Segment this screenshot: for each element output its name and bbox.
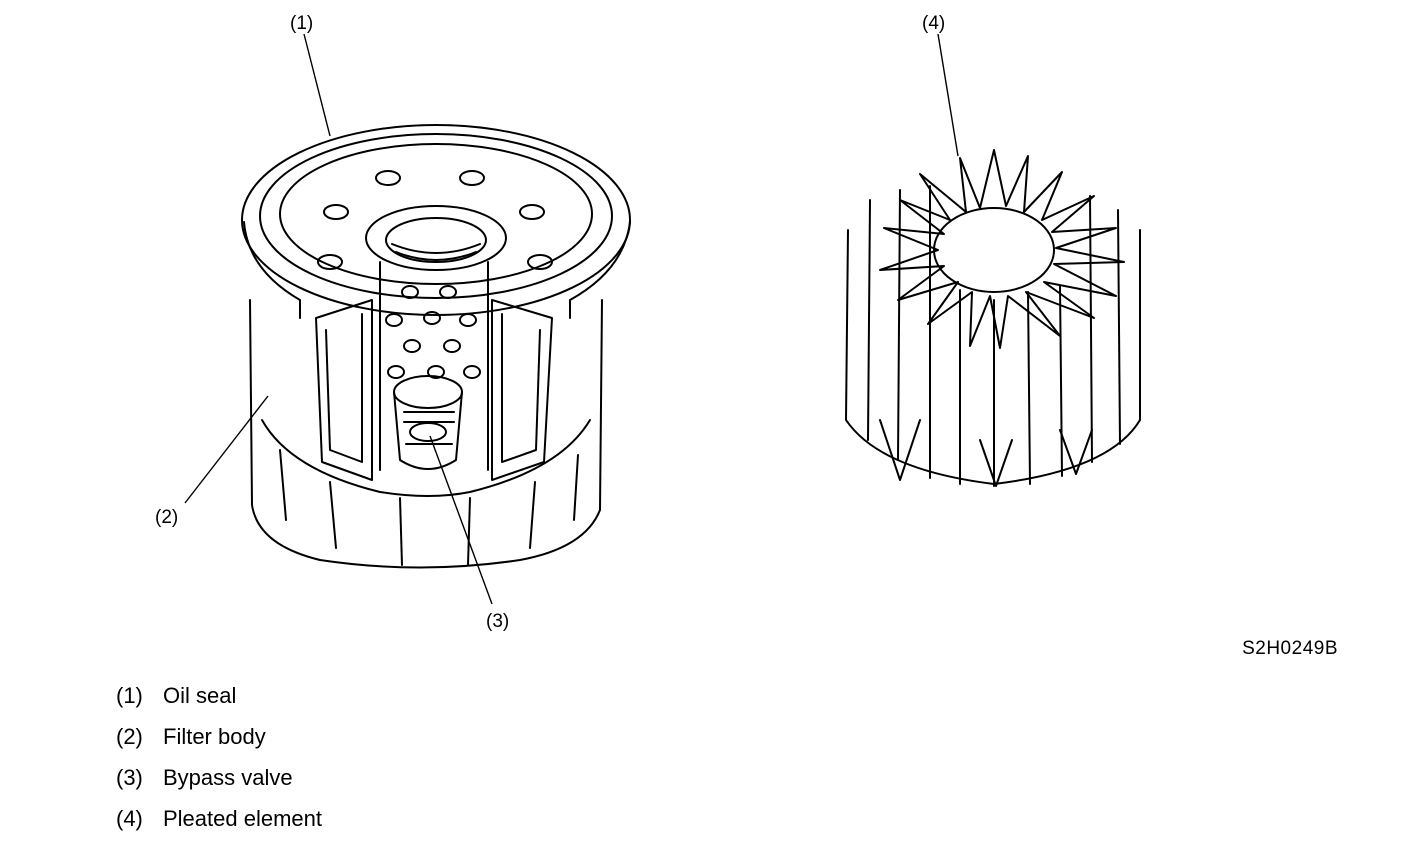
callout-4-label: (4)	[922, 13, 946, 34]
legend: (1) Oil seal (2) Filter body (3) Bypass …	[116, 683, 322, 847]
legend-label: Oil seal	[163, 683, 237, 708]
filter-cutaway-drawing	[242, 125, 630, 568]
figure-code: S2H0249B	[1242, 638, 1338, 659]
legend-item: (3) Bypass valve	[116, 765, 322, 806]
legend-number: (3)	[116, 765, 143, 790]
legend-item: (4) Pleated element	[116, 806, 322, 847]
legend-item: (2) Filter body	[116, 724, 322, 765]
legend-item: (1) Oil seal	[116, 683, 322, 724]
leader-lines	[185, 34, 958, 604]
legend-label: Pleated element	[163, 806, 322, 831]
legend-number: (4)	[116, 806, 143, 831]
callout-1-label: (1)	[290, 13, 314, 34]
oil-filter-diagram	[0, 0, 1408, 670]
legend-label: Filter body	[163, 724, 266, 749]
legend-label: Bypass valve	[163, 765, 293, 790]
legend-number: (2)	[116, 724, 143, 749]
pleated-element-drawing	[846, 150, 1140, 486]
callout-3-label: (3)	[486, 611, 510, 632]
legend-number: (1)	[116, 683, 143, 708]
callout-2-label: (2)	[155, 507, 179, 528]
